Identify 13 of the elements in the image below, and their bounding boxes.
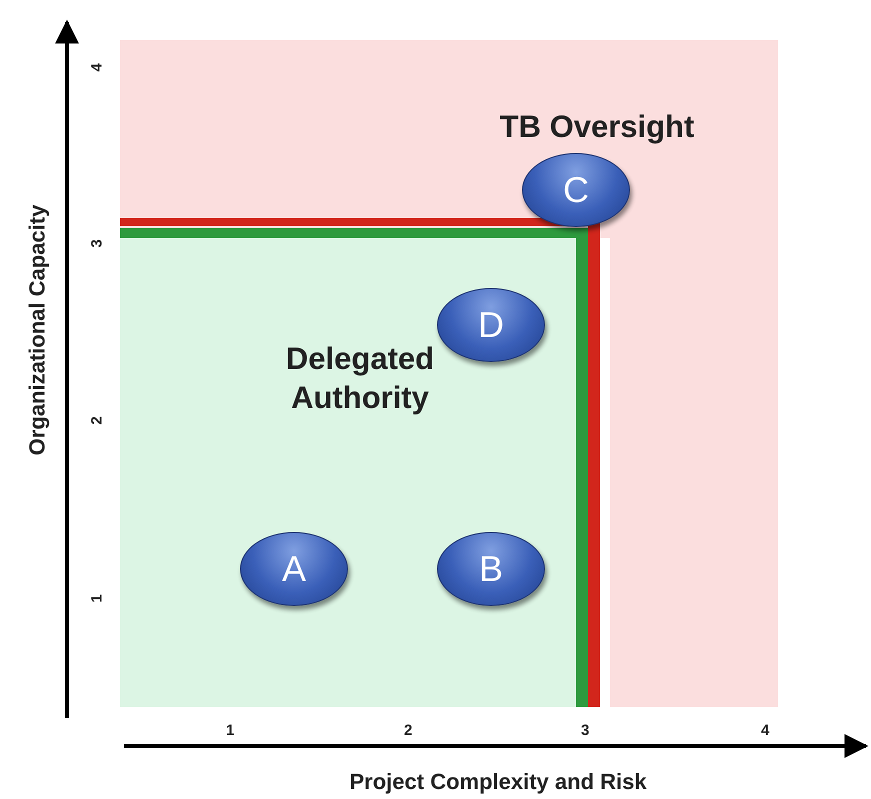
tick-label: 1 xyxy=(88,594,106,602)
oversight-region xyxy=(120,40,778,707)
tick-label: 2 xyxy=(88,416,106,424)
tick-label: 3 xyxy=(88,238,106,248)
tick-label: 4 xyxy=(88,62,106,72)
axis-title: Project Complexity and Risk xyxy=(350,769,647,795)
region-title: TB Oversight xyxy=(498,108,696,146)
tick-label: 3 xyxy=(581,722,590,738)
axis-title: Organizational Capacity xyxy=(24,204,50,456)
region-title: Delegated Authority xyxy=(284,340,436,417)
tick-label: 1 xyxy=(226,722,234,738)
tick-label: 2 xyxy=(404,722,412,738)
tick-label: 4 xyxy=(761,722,770,738)
